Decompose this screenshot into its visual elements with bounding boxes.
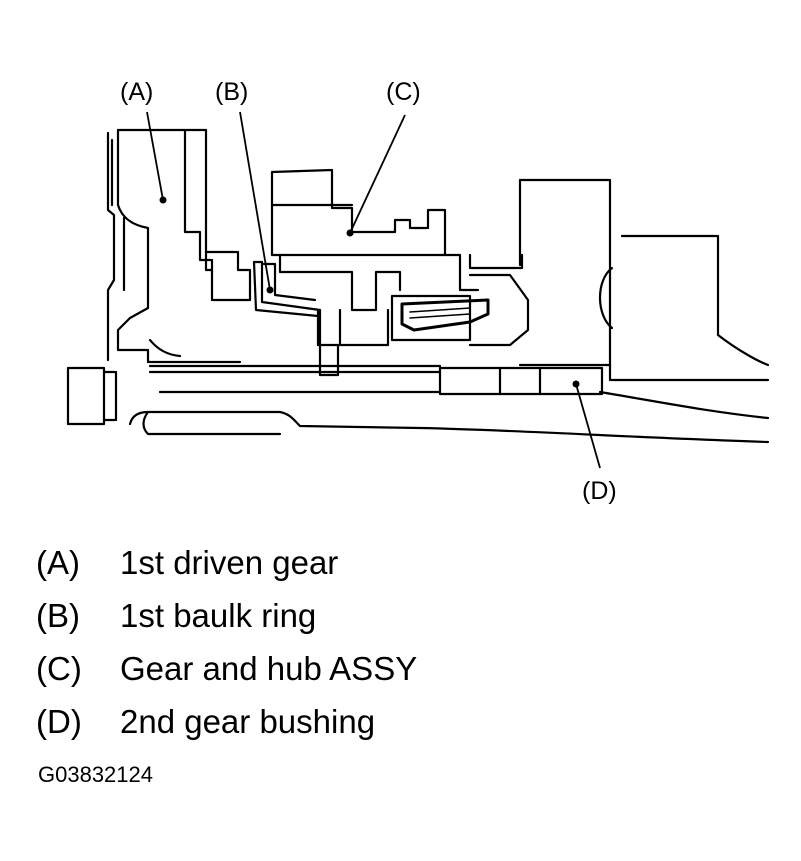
leader-lines	[146, 111, 601, 469]
legend-text: 1st driven gear	[120, 543, 339, 581]
figure-id: G03832124	[38, 762, 153, 787]
callout-a-label: (A)	[120, 78, 153, 106]
callout-a-dot	[159, 196, 167, 204]
legend-key: (D)	[36, 702, 82, 740]
callout-c-label: (C)	[386, 78, 421, 106]
legend-text: Gear and hub ASSY	[120, 649, 418, 687]
first-baulk-ring-part	[252, 260, 322, 318]
mainshaft-part	[66, 364, 770, 444]
legend-key: (B)	[36, 596, 80, 634]
legend-text: 1st baulk ring	[120, 596, 317, 634]
legend-text: 2nd gear bushing	[120, 702, 376, 740]
right-housing-part	[518, 178, 770, 420]
callout-b-label: (B)	[215, 78, 248, 106]
first-driven-gear-part	[106, 128, 252, 364]
legend-key: (C)	[36, 649, 82, 687]
callout-d-dot	[572, 380, 580, 388]
second-gear-bushing-part	[438, 366, 604, 396]
legend-item: (C) Gear and hub ASSY	[36, 642, 417, 695]
callout-c-dot	[346, 229, 354, 237]
transmission-cross-section-diagram: (A) (B) (C) (D)	[66, 78, 770, 505]
legend-item: (B) 1st baulk ring	[36, 589, 417, 642]
legend-key: (A)	[36, 543, 80, 581]
legend-item: (D) 2nd gear bushing	[36, 695, 417, 748]
callout-d-label: (D)	[582, 477, 617, 505]
legend-item: (A) 1st driven gear	[36, 536, 417, 589]
callout-b-dot	[266, 286, 274, 294]
gear-and-hub-assy-part	[270, 168, 530, 377]
legend-list: (A) 1st driven gear (B) 1st baulk ring (…	[36, 536, 417, 748]
